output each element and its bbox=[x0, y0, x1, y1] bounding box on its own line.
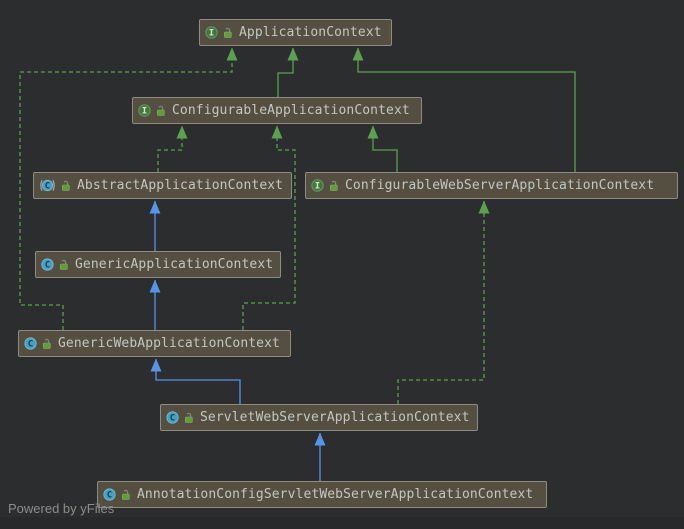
unlocked-lock-icon bbox=[155, 105, 166, 117]
node-label: ConfigurableWebServerApplicationContext bbox=[345, 178, 655, 193]
node-label: AbstractApplicationContext bbox=[77, 178, 284, 193]
node-label: GenericWebApplicationContext bbox=[58, 336, 280, 351]
interface-icon: I bbox=[311, 179, 324, 192]
class-icon: C bbox=[24, 337, 37, 350]
node-configurable-application-context[interactable]: I ConfigurableApplicationContext bbox=[132, 97, 422, 124]
svg-text:I: I bbox=[209, 29, 214, 39]
abstract-class-icon: C bbox=[39, 179, 56, 192]
node-label: GenericApplicationContext bbox=[75, 257, 274, 272]
node-label: AnnotationConfigServletWebServerApplicat… bbox=[137, 487, 534, 502]
edge-configurableapplicationcontext-extends-applicationcontext[interactable] bbox=[277, 47, 299, 97]
svg-text:C: C bbox=[45, 261, 50, 271]
node-label: ConfigurableApplicationContext bbox=[172, 103, 410, 118]
node-application-context[interactable]: I ApplicationContext bbox=[199, 19, 392, 46]
unlocked-lock-icon bbox=[60, 180, 71, 192]
node-label: ApplicationContext bbox=[239, 25, 382, 40]
interface-icon: I bbox=[205, 26, 218, 39]
edge-genericwebapplicationcontext-implements-applicationcontext[interactable] bbox=[19, 47, 238, 330]
svg-text:I: I bbox=[142, 107, 147, 117]
class-icon: C bbox=[166, 411, 179, 424]
node-servlet-web-server-application-context[interactable]: C ServletWebServerApplicationContext bbox=[160, 404, 478, 431]
unlocked-lock-icon bbox=[58, 259, 69, 271]
svg-text:I: I bbox=[315, 182, 320, 192]
unlocked-lock-icon bbox=[328, 180, 339, 192]
node-generic-web-application-context[interactable]: C GenericWebApplicationContext bbox=[18, 330, 291, 357]
node-generic-application-context[interactable]: C GenericApplicationContext bbox=[35, 251, 281, 278]
node-label: ServletWebServerApplicationContext bbox=[200, 410, 470, 425]
node-abstract-application-context[interactable]: C AbstractApplicationContext bbox=[33, 172, 292, 199]
edge-abstractapplicationcontext-implements-configurableapplicationcontext[interactable] bbox=[157, 125, 188, 172]
class-icon: C bbox=[103, 488, 116, 501]
unlocked-lock-icon bbox=[183, 412, 194, 424]
edge-servletwebserverapplicationcontext-implements-configurablewebserverapplicationcontext[interactable] bbox=[397, 200, 490, 404]
unlocked-lock-icon bbox=[41, 338, 52, 350]
svg-text:C: C bbox=[170, 414, 175, 424]
svg-text:C: C bbox=[28, 340, 33, 350]
svg-text:C: C bbox=[45, 182, 50, 192]
canvas-bottom-edge bbox=[0, 517, 684, 529]
node-annotation-config-servlet-web-server-application-context[interactable]: C AnnotationConfigServletWebServerApplic… bbox=[97, 481, 547, 508]
class-icon: C bbox=[41, 258, 54, 271]
unlocked-lock-icon bbox=[120, 489, 131, 501]
edge-configurablewebserverapplicationcontext-extends-applicationcontext[interactable] bbox=[352, 47, 576, 172]
unlocked-lock-icon bbox=[222, 27, 233, 39]
edge-servletwebserverapplicationcontext-extends-genericwebapplicationcontext[interactable] bbox=[150, 358, 241, 404]
edge-configurablewebserverapplicationcontext-extends-configurableapplicationcontext[interactable] bbox=[367, 125, 398, 172]
yfiles-watermark: Powered by yFiles bbox=[8, 501, 115, 516]
interface-icon: I bbox=[138, 104, 151, 117]
node-configurable-web-server-application-context[interactable]: I ConfigurableWebServerApplicationContex… bbox=[305, 172, 678, 199]
edge-genericwebapplicationcontext-implements-configurableapplicationcontext[interactable] bbox=[242, 125, 296, 330]
svg-text:C: C bbox=[107, 491, 112, 501]
